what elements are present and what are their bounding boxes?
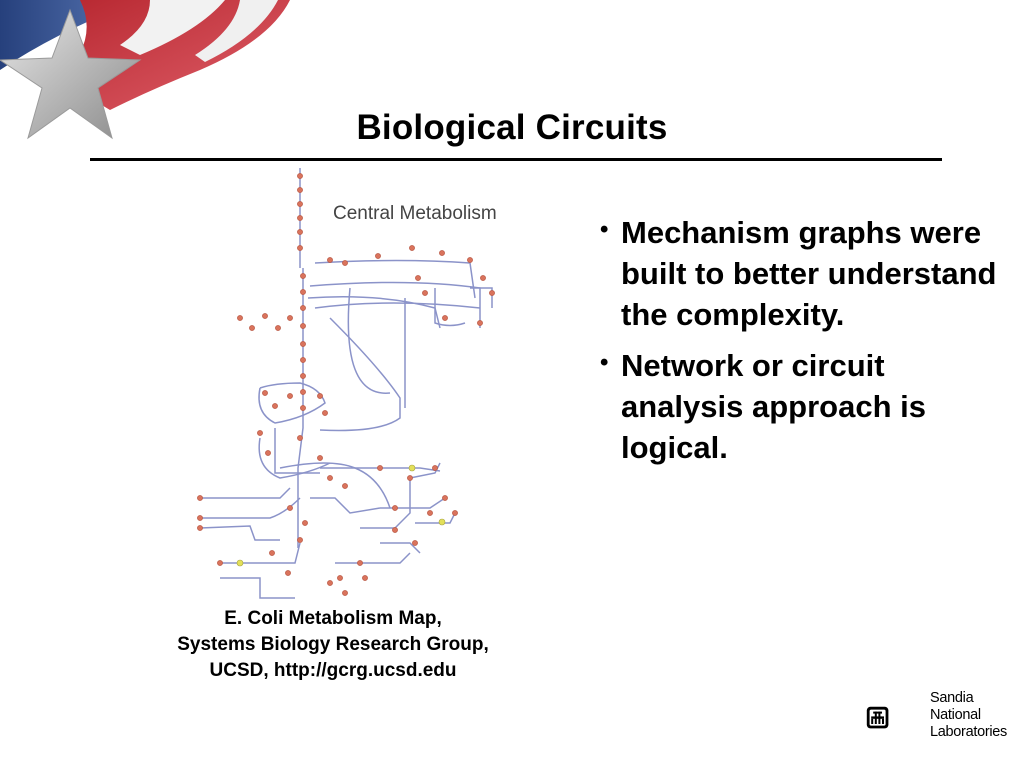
- title-divider: [90, 158, 942, 161]
- flag-star-decoration: [0, 0, 290, 140]
- bullet-item: • Network or circuit analysis approach i…: [600, 345, 1000, 468]
- bullet-list: • Mechanism graphs were built to better …: [600, 212, 1000, 478]
- sandia-logo-text: Sandia National Laboratories: [930, 690, 1007, 741]
- figure-caption: E. Coli Metabolism Map, Systems Biology …: [120, 606, 546, 684]
- sandia-thunderbird-logo-icon: [866, 706, 889, 729]
- bullet-dot-icon: •: [600, 349, 609, 376]
- caption-line: Systems Biology Research Group,: [177, 634, 489, 655]
- slide-title: Biological Circuits: [356, 108, 668, 147]
- logo-line: National: [930, 707, 981, 723]
- logo-line: Sandia: [930, 690, 974, 706]
- logo-line: Laboratories: [930, 724, 1008, 740]
- bullet-dot-icon: •: [600, 216, 609, 243]
- bullet-item: • Mechanism graphs were built to better …: [600, 212, 1000, 335]
- metabolism-map-image: [197, 168, 495, 599]
- caption-line: E. Coli Metabolism Map,: [224, 608, 442, 629]
- caption-line: UCSD, http://gcrg.ucsd.edu: [209, 660, 457, 681]
- bullet-text: Mechanism graphs were built to better un…: [621, 215, 997, 332]
- figure-inset-label: Central Metabolism: [333, 203, 497, 224]
- bullet-text: Network or circuit analysis approach is …: [621, 348, 926, 465]
